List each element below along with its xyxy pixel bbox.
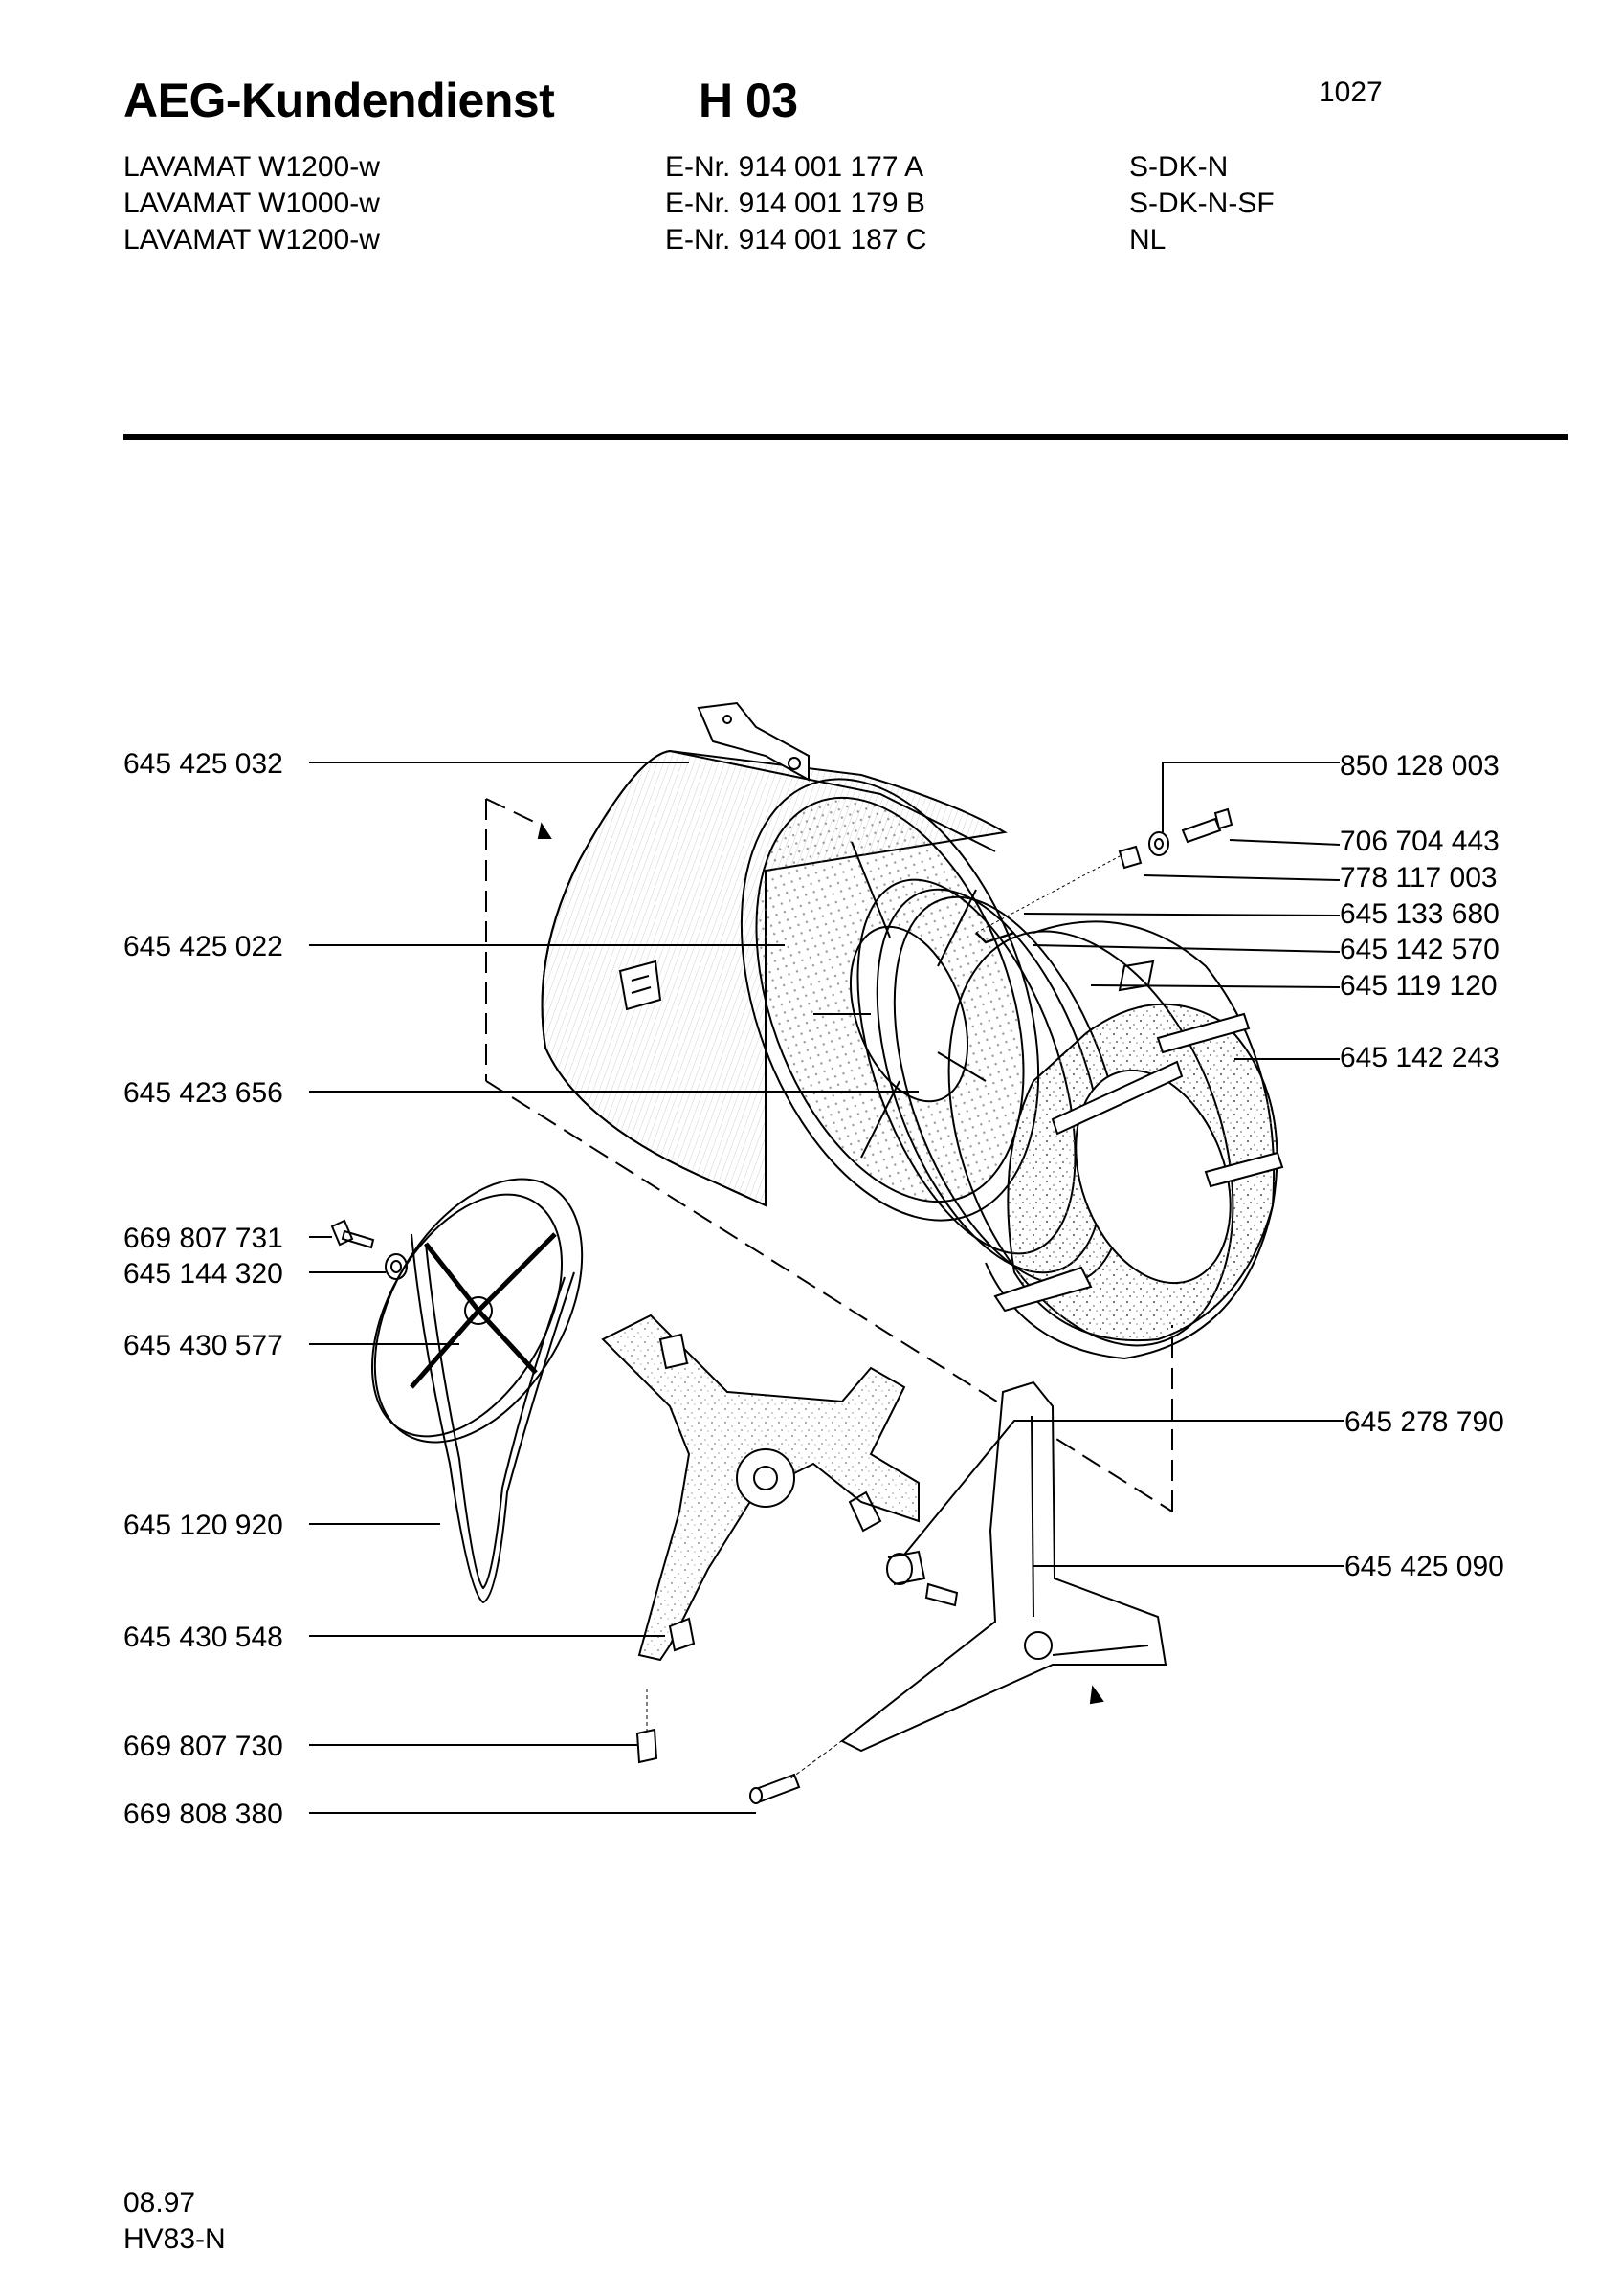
- flange-645425090: [842, 1382, 1166, 1751]
- model-variant: NL: [1129, 224, 1167, 255]
- part-label-right: 645 133 680: [1340, 898, 1500, 930]
- screw-669808380: [750, 1775, 799, 1803]
- bush-645278790: [887, 1552, 924, 1584]
- washer-850128003: [1149, 832, 1168, 855]
- screw-706704443: [1183, 809, 1232, 842]
- part-label-left: 669 807 730: [123, 1731, 283, 1762]
- leader-lines-right: [904, 762, 1344, 1566]
- washer-645144320: [386, 1254, 407, 1279]
- part-label-right: 850 128 003: [1340, 750, 1500, 782]
- header-divider: [123, 434, 1568, 440]
- part-label-left: 669 808 380: [123, 1799, 283, 1830]
- rear-tub: [896, 892, 1286, 1384]
- part-label-left: 645 430 548: [123, 1622, 283, 1653]
- screw-669807731: [332, 1221, 373, 1247]
- part-label-right: 645 142 243: [1340, 1042, 1500, 1073]
- part-label-right: 645 278 790: [1344, 1406, 1504, 1438]
- model-name: LAVAMAT W1000-w: [123, 188, 380, 219]
- model-enr: E-Nr. 914 001 177 A: [665, 151, 924, 183]
- part-label-left: 645 425 022: [123, 931, 283, 962]
- model-variant: S-DK-N-SF: [1129, 188, 1275, 219]
- brand-title: AEG-Kundendienst: [123, 74, 555, 127]
- section-code: H 03: [699, 74, 798, 127]
- spider-645430548: [603, 1315, 919, 1660]
- part-label-left: 669 807 731: [123, 1223, 283, 1254]
- part-label-right: 706 704 443: [1340, 826, 1500, 857]
- part-label-left: 645 120 920: [123, 1510, 283, 1541]
- part-label-right: 645 119 120: [1340, 970, 1498, 1002]
- part-label-left: 645 425 032: [123, 748, 283, 780]
- part-label-right: 778 117 003: [1340, 862, 1498, 894]
- sheet-number: 1027: [1319, 77, 1383, 108]
- footer-date: 08.97: [123, 2187, 196, 2219]
- leader-lines-left: [309, 762, 919, 1813]
- pulley-645430577: [332, 1143, 625, 1478]
- model-name: LAVAMAT W1200-w: [123, 224, 380, 255]
- model-enr: E-Nr. 914 001 187 C: [665, 224, 927, 255]
- model-name: LAVAMAT W1200-w: [123, 151, 380, 183]
- nut-778117003: [1120, 847, 1141, 868]
- part-label-left: 645 144 320: [123, 1258, 283, 1290]
- footer-code: HV83-N: [123, 2223, 226, 2255]
- part-label-left: 645 430 577: [123, 1330, 283, 1361]
- assembly-frame: [486, 799, 1172, 1512]
- part-label-right: 645 425 090: [1344, 1551, 1504, 1582]
- model-variant: S-DK-N: [1129, 151, 1229, 183]
- model-enr: E-Nr. 914 001 179 B: [665, 188, 925, 219]
- belt-645120920: [411, 1234, 574, 1602]
- screw-669807730: [637, 1689, 656, 1762]
- shaft: [926, 1584, 957, 1605]
- part-label-left: 645 423 656: [123, 1077, 283, 1109]
- part-label-right: 645 142 570: [1340, 934, 1500, 965]
